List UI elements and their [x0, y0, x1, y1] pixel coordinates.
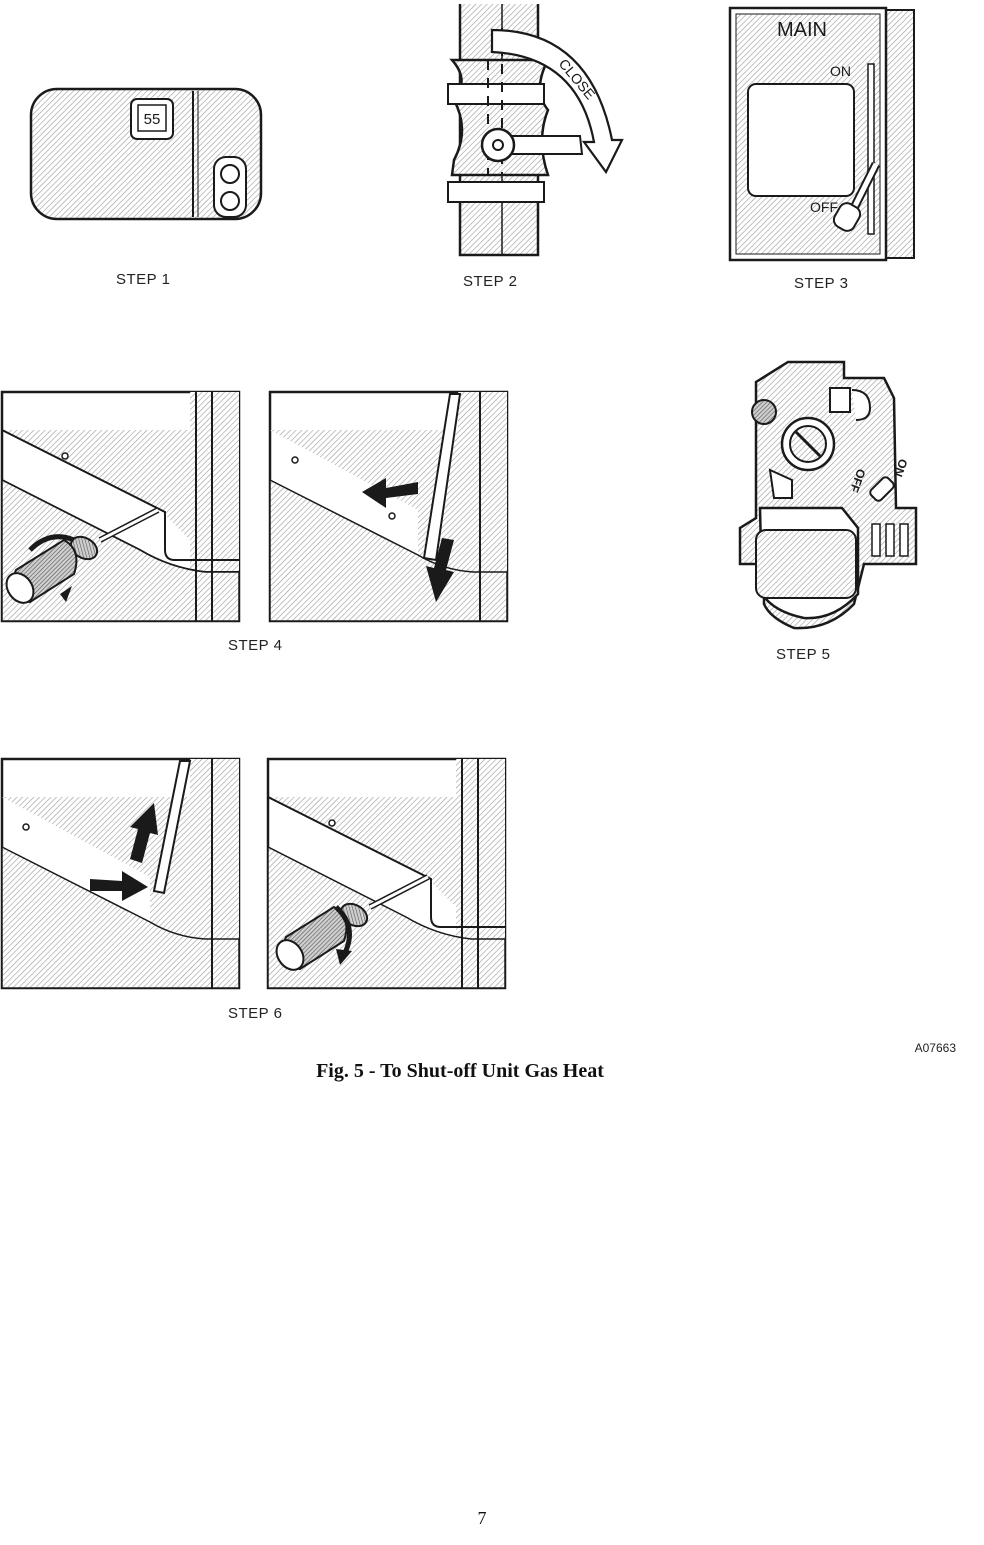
right-arrow-icon	[90, 871, 148, 901]
valve-on-label: ON	[891, 457, 910, 479]
screwdriver-icon	[5, 507, 160, 604]
switch-main-title: MAIN	[777, 19, 827, 41]
down-arrow-icon	[426, 538, 454, 602]
step6-label: STEP 6	[228, 1005, 283, 1022]
step5-label: STEP 5	[776, 646, 831, 663]
gas-valve-icon: CLOSE	[447, 4, 624, 257]
screwdriver-icon	[275, 874, 430, 971]
up-arrow-icon	[130, 803, 158, 863]
disconnect-switch-icon: MAIN ON OFF	[728, 6, 915, 262]
access-panel-drawing	[0, 390, 241, 623]
step3-disconnect-switch: MAIN ON OFF	[728, 4, 920, 264]
figure-caption: Fig. 5 - To Shut-off Unit Gas Heat	[316, 1060, 604, 1082]
step3-label: STEP 3	[794, 275, 849, 292]
step6-panel-right	[266, 757, 508, 990]
close-arrow-icon	[490, 28, 624, 175]
step1-label: STEP 1	[116, 271, 171, 288]
step2-gas-valve: CLOSE	[440, 0, 630, 265]
switch-on-label: ON	[830, 63, 851, 79]
access-panel-drawing	[0, 757, 241, 990]
switch-off-label: OFF	[810, 199, 838, 215]
figure-code: A07663	[914, 1041, 956, 1055]
step2-label: STEP 2	[463, 273, 518, 290]
thermostat-display: 55	[144, 111, 161, 128]
left-arrow-icon	[362, 478, 418, 508]
step4-label: STEP 4	[228, 637, 283, 654]
access-panel-drawing	[268, 390, 509, 623]
access-panel-drawing	[266, 757, 507, 990]
step4-panel-left	[0, 390, 242, 623]
step5-gas-control: OFF ON	[734, 358, 924, 638]
step4-panel-right	[268, 390, 510, 623]
rotate-arrow-icon	[28, 534, 75, 552]
step6-panel-left	[0, 757, 242, 990]
step1-thermostat: 55	[28, 85, 268, 225]
thermostat-icon: 55	[29, 87, 263, 221]
page-number: 7	[477, 1508, 487, 1528]
gas-control-valve-icon: OFF ON	[738, 360, 918, 630]
